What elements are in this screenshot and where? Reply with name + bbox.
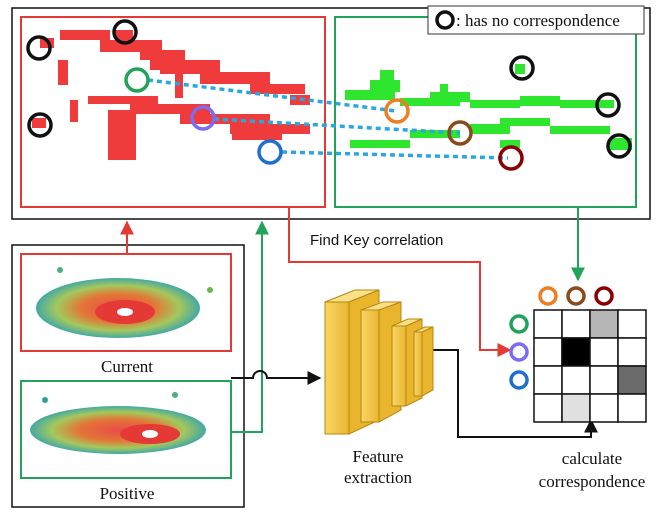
matrix-row-marker-purple bbox=[509, 342, 529, 362]
matrix-cell bbox=[589, 365, 619, 395]
correspondence-matrix bbox=[533, 309, 647, 423]
unmatched-marker bbox=[606, 133, 632, 159]
matrix-cell bbox=[561, 365, 591, 395]
matrix-cell bbox=[589, 393, 619, 423]
arrow-scans-to-network bbox=[231, 370, 322, 385]
matrix-cell bbox=[617, 309, 647, 339]
keypoint-orange-marker bbox=[384, 98, 410, 124]
positive-points bbox=[345, 64, 632, 150]
keypoint-green-marker bbox=[124, 67, 150, 93]
find-key-label: Find Key correlation bbox=[310, 232, 443, 249]
feature-extractor bbox=[324, 289, 434, 435]
positive-scan bbox=[30, 392, 206, 454]
positive-keypoints bbox=[384, 55, 632, 171]
matrix-cell bbox=[561, 309, 591, 339]
matrix-left-markers bbox=[509, 314, 529, 390]
unmatched-marker bbox=[26, 35, 52, 61]
matrix-cell bbox=[617, 393, 647, 423]
matrix-cell bbox=[561, 337, 591, 367]
matrix-cell bbox=[589, 337, 619, 367]
link-blue-darkred bbox=[281, 150, 509, 160]
calc-label-line1: calculate bbox=[562, 449, 622, 468]
feature-label-line2: extraction bbox=[344, 468, 412, 487]
matrix-cell bbox=[617, 365, 647, 395]
feature-label-line1: Feature bbox=[353, 447, 404, 466]
matrix-cell bbox=[533, 337, 563, 367]
top-panel: : has no correspondence bbox=[11, 5, 651, 220]
matrix-cell bbox=[533, 393, 563, 423]
keypoint-brown-marker bbox=[447, 120, 473, 146]
current-scan bbox=[36, 267, 213, 338]
matrix-cell bbox=[617, 337, 647, 367]
link-green-orange bbox=[147, 78, 397, 113]
keypoint-blue-marker bbox=[257, 139, 283, 165]
correspondence-links bbox=[147, 78, 509, 160]
calc-label-line2: correspondence bbox=[539, 472, 646, 491]
layer-block-4 bbox=[413, 326, 434, 397]
current-point-cloud bbox=[20, 16, 326, 208]
arrow-network-to-matrix bbox=[433, 349, 598, 438]
current-keypoints bbox=[26, 19, 283, 165]
arrow-current-to-matrix bbox=[288, 207, 512, 357]
matrix-cell bbox=[533, 365, 563, 395]
positive-label: Positive bbox=[100, 484, 155, 503]
keypoint-purple-marker bbox=[190, 105, 216, 131]
positive-map-frame bbox=[334, 16, 637, 208]
input-scans-panel: Current Positive bbox=[11, 244, 245, 508]
legend: : has no correspondence bbox=[427, 5, 645, 35]
legend-text: : has no correspondence bbox=[456, 11, 620, 30]
legend-box bbox=[427, 5, 645, 35]
matrix-cell bbox=[533, 309, 563, 339]
matrix-cell bbox=[589, 309, 619, 339]
positive-point-cloud bbox=[334, 16, 637, 208]
matrix-column-marker-darkred bbox=[594, 286, 614, 306]
matrix-row-marker-green bbox=[509, 314, 529, 334]
unmatched-marker bbox=[27, 112, 53, 138]
flow-arrows bbox=[120, 207, 598, 438]
arrow-positive-up bbox=[231, 220, 269, 433]
unmatched-marker bbox=[112, 19, 138, 45]
legend-marker-icon bbox=[435, 10, 455, 30]
unmatched-marker bbox=[595, 92, 621, 118]
matrix-column-marker-orange bbox=[538, 286, 558, 306]
current-label: Current bbox=[101, 357, 153, 376]
keypoint-darkred-marker bbox=[498, 145, 524, 171]
matrix-cell bbox=[561, 393, 591, 423]
matrix-column-marker-brown bbox=[566, 286, 586, 306]
unmatched-marker bbox=[509, 55, 535, 81]
matrix-row-marker-blue bbox=[509, 370, 529, 390]
matrix-top-markers bbox=[538, 286, 614, 306]
